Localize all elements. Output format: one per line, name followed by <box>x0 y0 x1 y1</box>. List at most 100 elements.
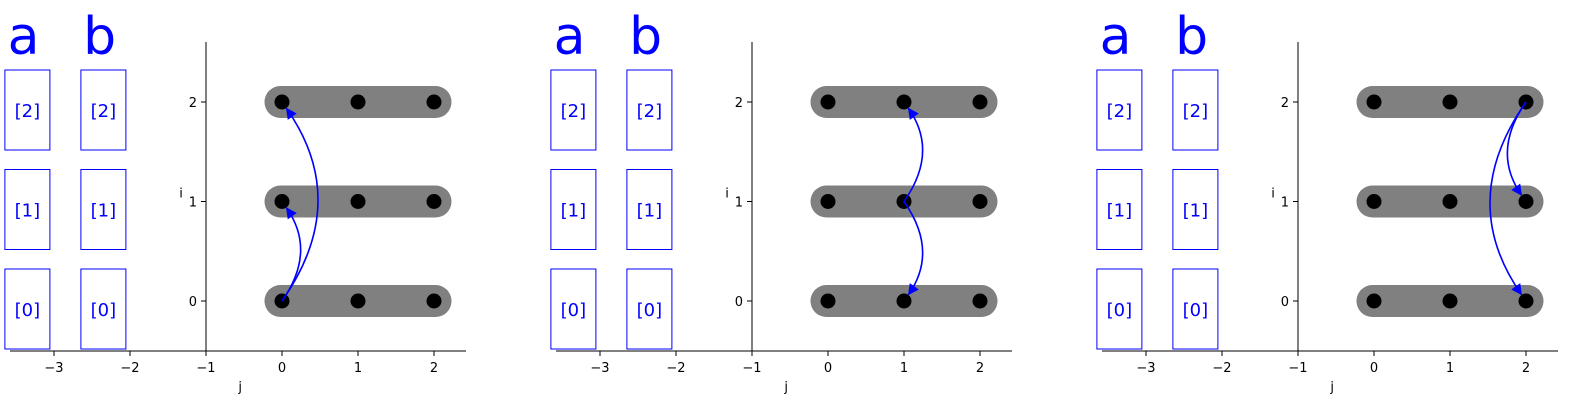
array-cell-b <box>1172 169 1219 250</box>
iteration-point <box>1366 293 1382 309</box>
array-cell-b <box>626 169 673 250</box>
y-tick-label: 1 <box>1281 196 1289 211</box>
iteration-point <box>350 293 366 309</box>
x-tick-label: −1 <box>742 361 761 376</box>
x-tick-label: −3 <box>590 361 609 376</box>
y-tick-label: 1 <box>189 196 197 211</box>
array-cell-b <box>80 268 127 350</box>
iteration-point <box>1366 94 1382 110</box>
y-axis-label: i <box>179 187 183 202</box>
array-cell-label: [0] <box>91 300 117 321</box>
iteration-point <box>1442 293 1458 309</box>
iteration-point <box>1442 94 1458 110</box>
iteration-point <box>972 293 988 309</box>
x-tick-label: 2 <box>976 361 984 376</box>
array-cell-label: [1] <box>637 201 663 222</box>
array-name-a: a <box>554 7 586 67</box>
array-cell-label: [0] <box>1183 300 1209 321</box>
x-tick-label: −1 <box>1288 361 1307 376</box>
array-cell-label: [1] <box>561 201 587 222</box>
array-cell-b <box>626 268 673 350</box>
array-name-b: b <box>629 7 662 67</box>
dependency-arrow <box>903 107 924 202</box>
x-tick-label: 0 <box>1370 361 1378 376</box>
iteration-point <box>350 94 366 110</box>
x-tick-label: −3 <box>44 361 63 376</box>
y-tick-label: 2 <box>1281 96 1289 111</box>
x-axis-label: j <box>1329 380 1334 395</box>
array-cell-b <box>80 69 127 151</box>
x-axis-label: j <box>237 380 242 395</box>
array-cell-b <box>626 69 673 151</box>
y-tick-label: 1 <box>735 196 743 211</box>
array-cell-a <box>550 268 597 350</box>
iteration-point <box>1366 194 1382 209</box>
array-cell-label: [1] <box>1183 201 1209 222</box>
x-tick-label: 1 <box>354 361 362 376</box>
iteration-point <box>1442 194 1458 209</box>
array-cell-label: [0] <box>637 300 663 321</box>
iteration-point <box>820 94 836 110</box>
iteration-point <box>274 94 290 110</box>
x-tick-label: −1 <box>196 361 215 376</box>
y-axis-label: i <box>1271 187 1275 202</box>
iteration-point <box>896 94 912 110</box>
iteration-point <box>820 293 836 309</box>
y-tick-label: 0 <box>735 295 743 310</box>
y-axis-label: i <box>725 187 729 202</box>
x-tick-label: 1 <box>1446 361 1454 376</box>
array-cell-a <box>550 169 597 250</box>
array-cell-label: [0] <box>561 300 587 321</box>
array-cell-label: [1] <box>1107 201 1133 222</box>
array-name-a: a <box>8 7 40 67</box>
array-cell-a <box>1096 169 1143 250</box>
y-tick-label: 2 <box>189 96 197 111</box>
iteration-point <box>972 94 988 110</box>
iteration-point <box>426 194 442 209</box>
iteration-point <box>1518 293 1534 309</box>
dependency-arrow <box>1489 101 1527 296</box>
array-name-a: a <box>1100 7 1132 67</box>
dependency-arrow <box>903 201 924 296</box>
array-cell-label: [1] <box>91 201 117 222</box>
array-cell-a <box>550 69 597 151</box>
x-tick-label: −3 <box>1136 361 1155 376</box>
array-cell-b <box>80 169 127 250</box>
array-cell-label: [2] <box>637 101 663 122</box>
iteration-point <box>896 293 912 309</box>
array-cell-label: [0] <box>1107 300 1133 321</box>
array-name-b: b <box>83 7 116 67</box>
x-tick-label: 0 <box>824 361 832 376</box>
iteration-point <box>426 94 442 110</box>
array-cell-label: [0] <box>15 300 41 321</box>
iteration-point <box>426 293 442 309</box>
array-cell-label: [2] <box>1183 101 1209 122</box>
array-cell-label: [2] <box>91 101 117 122</box>
array-cell-a <box>4 268 51 350</box>
array-cell-b <box>1172 69 1219 151</box>
array-cell-a <box>4 169 51 250</box>
array-cell-a <box>4 69 51 151</box>
array-cell-label: [2] <box>561 101 587 122</box>
x-tick-label: 1 <box>900 361 908 376</box>
y-tick-label: 2 <box>735 96 743 111</box>
array-cell-label: [1] <box>15 201 41 222</box>
iteration-point <box>350 194 366 209</box>
x-axis-label: j <box>783 380 788 395</box>
array-cell-a <box>1096 268 1143 350</box>
y-tick-label: 0 <box>1281 295 1289 310</box>
iteration-point <box>820 194 836 209</box>
x-tick-label: −2 <box>120 361 139 376</box>
array-cell-label: [2] <box>1107 101 1133 122</box>
x-tick-label: 2 <box>430 361 438 376</box>
panels-root: −3 −2 −1 0 1 2 0 1 2 j i a [0] [1] [2] b [0] [1] [2] −3 −2 −1… <box>4 7 1558 395</box>
x-tick-label: −2 <box>1212 361 1231 376</box>
array-cell-label: [2] <box>15 101 41 122</box>
iteration-point <box>274 194 290 209</box>
array-cell-a <box>1096 69 1143 151</box>
iteration-point <box>1518 194 1534 209</box>
